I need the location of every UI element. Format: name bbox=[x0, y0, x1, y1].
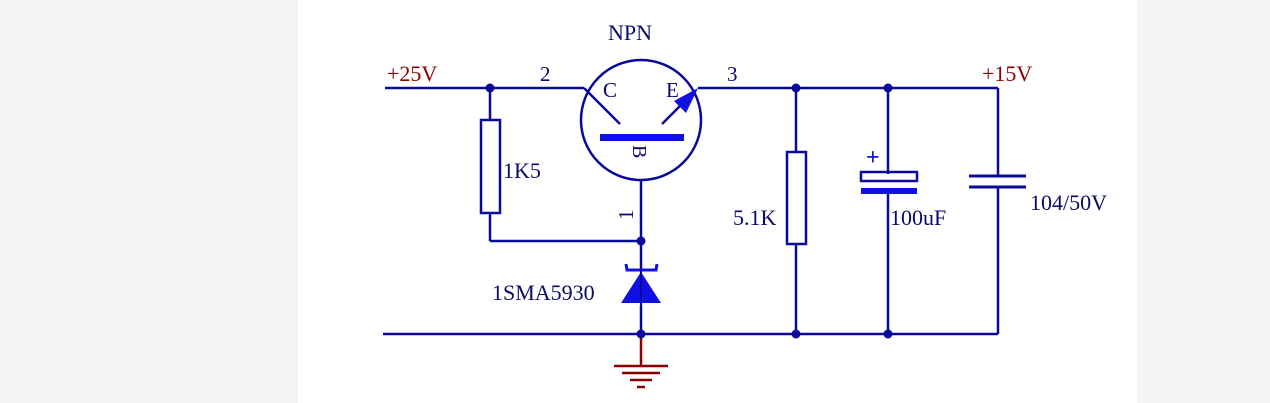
output-net-label: +15V bbox=[982, 61, 1032, 86]
base-letter: B bbox=[628, 145, 650, 158]
junction-dot bbox=[636, 329, 646, 339]
ccap-value: 104/50V bbox=[1030, 190, 1107, 215]
load-resistor-value: 5.1K bbox=[733, 205, 777, 230]
junction-dot bbox=[791, 83, 801, 93]
load-resistor bbox=[785, 150, 808, 246]
junction-dot bbox=[636, 236, 646, 246]
input-net-label: +25V bbox=[387, 61, 437, 86]
transistor-type-label: NPN bbox=[608, 20, 652, 45]
junction-dot bbox=[791, 329, 801, 339]
emitter-pin-label: 3 bbox=[727, 62, 738, 86]
junction-dot bbox=[883, 83, 893, 93]
emitter-arrow-icon bbox=[674, 88, 698, 113]
ceramic-capacitor bbox=[969, 174, 1026, 189]
wires bbox=[383, 86, 1000, 336]
bias-resistor-value: 1K5 bbox=[503, 158, 541, 183]
junction-dot bbox=[883, 329, 893, 339]
collector-lead bbox=[583, 87, 621, 125]
npn-transistor bbox=[579, 58, 703, 182]
zener-part-label: 1SMA5930 bbox=[492, 280, 595, 305]
zener-diode bbox=[621, 263, 661, 306]
emitter-letter: E bbox=[666, 78, 679, 102]
left-margin bbox=[0, 0, 298, 403]
electrolytic-capacitor bbox=[859, 170, 919, 194]
junction-dot bbox=[485, 83, 495, 93]
bias-resistor bbox=[479, 118, 502, 215]
right-margin bbox=[1137, 0, 1270, 403]
transistor-base-bar bbox=[600, 134, 684, 141]
base-pin-label: 1 bbox=[614, 210, 638, 221]
ecap-value: 100uF bbox=[890, 205, 946, 230]
junctions bbox=[485, 83, 893, 339]
collector-pin-label: 2 bbox=[540, 62, 551, 86]
ground-symbol bbox=[614, 334, 668, 389]
transistor-body bbox=[579, 58, 703, 182]
ecap-polarity-mark: + bbox=[866, 145, 880, 171]
collector-letter: C bbox=[603, 78, 617, 102]
